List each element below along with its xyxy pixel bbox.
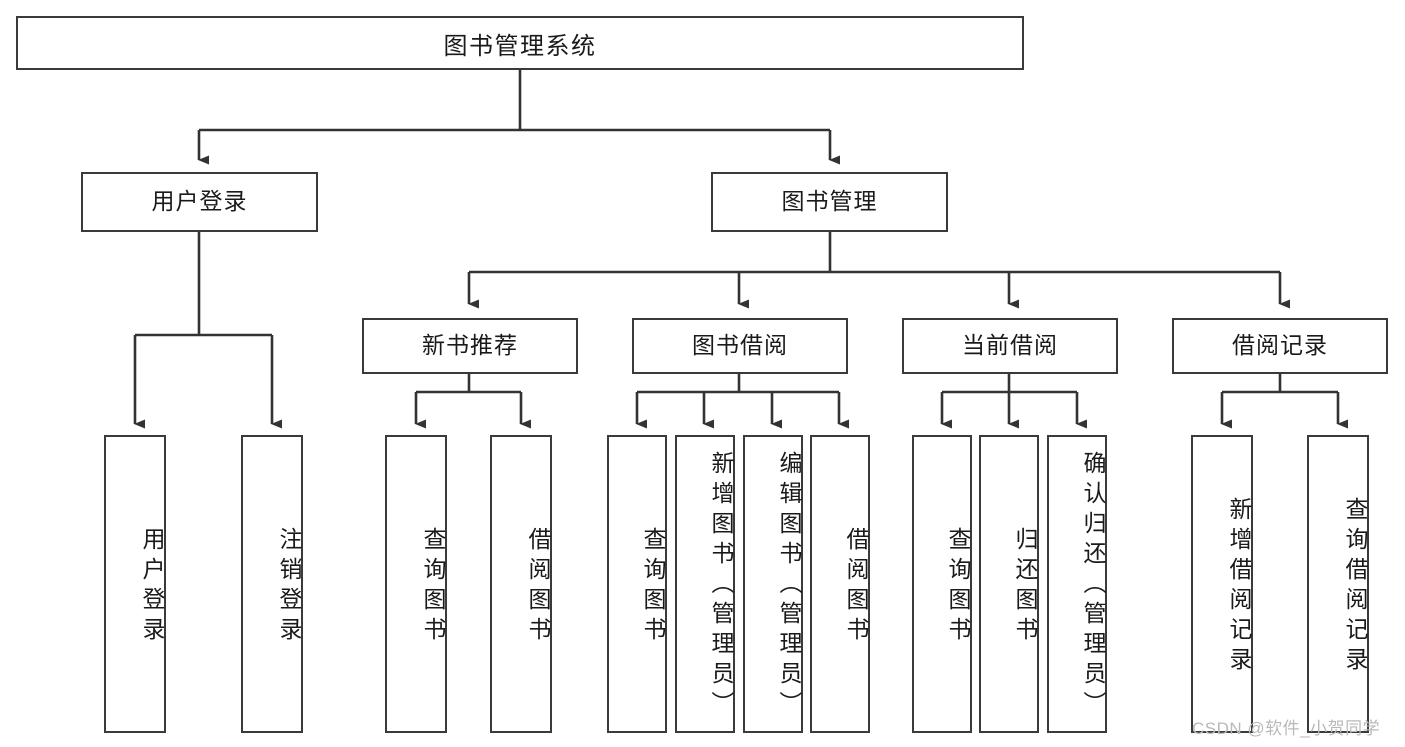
leaf-user-login-logout[interactable]: 注销登录 [241,435,303,733]
node-label: 新增借阅记录 [1226,497,1252,677]
csdn-watermark: CSDN @软件_小贺同学 [1192,719,1381,738]
node-label: 新增图书（管理员） [708,451,734,721]
node-label: 查询图书 [640,527,666,647]
node-label: 新书推荐 [422,332,518,359]
node-label: 图书管理 [781,188,878,215]
node-book-management[interactable]: 图书管理 [711,172,948,232]
node-label: 查询借阅记录 [1342,497,1368,677]
node-book-management-system[interactable]: 图书管理系统 [16,16,1024,70]
node-label: 用户登录 [139,527,165,647]
node-label: 归还图书 [1012,527,1038,647]
node-book-borrow[interactable]: 图书借阅 [632,318,848,374]
node-borrow-record[interactable]: 借阅记录 [1172,318,1388,374]
node-label: 借阅图书 [843,527,869,647]
node-label: 图书借阅 [692,332,788,359]
leaf-new-book-query[interactable]: 查询图书 [385,435,447,733]
node-label: 借阅图书 [525,527,551,647]
leaf-borrow-record-query[interactable]: 查询借阅记录 [1307,435,1369,733]
leaf-user-login-signin[interactable]: 用户登录 [104,435,166,733]
leaf-current-borrow-confirm-return[interactable]: 确认归还（管理员） [1047,435,1107,733]
node-new-book-recommend[interactable]: 新书推荐 [362,318,578,374]
node-label: 图书管理系统 [443,32,597,60]
leaf-book-borrow-add[interactable]: 新增图书（管理员） [675,435,735,733]
leaf-current-borrow-query[interactable]: 查询图书 [912,435,972,733]
node-label: 注销登录 [276,527,302,647]
leaf-borrow-record-add[interactable]: 新增借阅记录 [1191,435,1253,733]
node-label: 借阅记录 [1232,332,1328,359]
node-current-borrow[interactable]: 当前借阅 [902,318,1118,374]
leaf-book-borrow-borrow[interactable]: 借阅图书 [810,435,870,733]
node-label: 编辑图书（管理员） [776,451,802,721]
leaf-book-borrow-edit[interactable]: 编辑图书（管理员） [743,435,803,733]
node-label: 查询图书 [945,527,971,647]
leaf-new-book-borrow[interactable]: 借阅图书 [490,435,552,733]
node-label: 用户登录 [151,188,248,215]
node-label: 确认归还（管理员） [1080,451,1106,721]
leaf-current-borrow-return[interactable]: 归还图书 [979,435,1039,733]
node-label: 当前借阅 [962,332,1058,359]
node-user-login[interactable]: 用户登录 [81,172,318,232]
leaf-book-borrow-query[interactable]: 查询图书 [607,435,667,733]
node-label: 查询图书 [420,527,446,647]
